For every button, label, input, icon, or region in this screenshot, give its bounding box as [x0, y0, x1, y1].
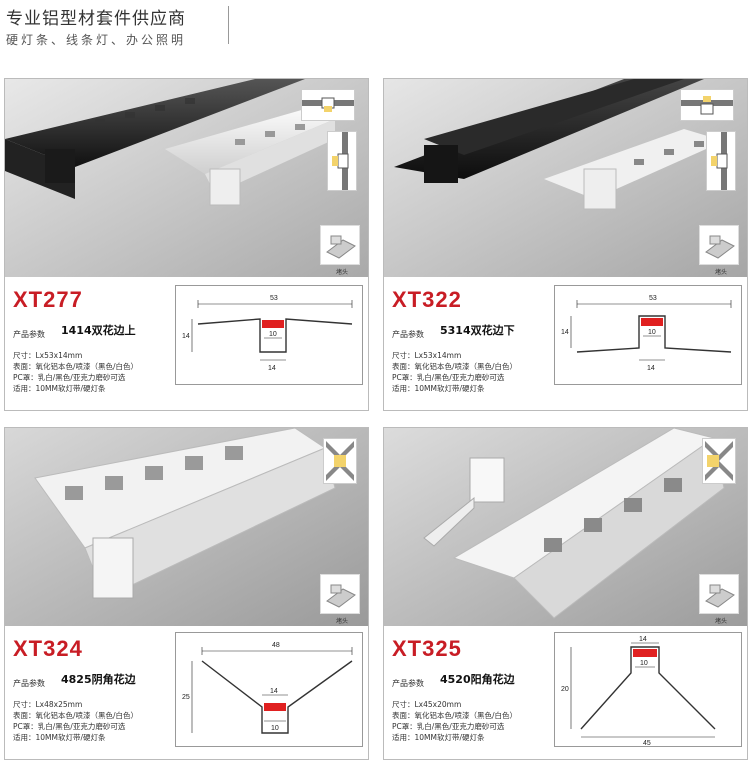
spec-size: 尺寸：Lx48x25mm — [13, 700, 83, 709]
product-photo: 堵头 — [5, 428, 368, 626]
dim-width: 53 — [649, 295, 657, 302]
spec-surface: 表面：氧化铝本色/喷漆（黑色/白色） — [392, 711, 518, 720]
product-info: XT324 产品参数 4825阴角花边 尺寸：Lx48x25mm 表面：氧化铝本… — [5, 626, 368, 759]
led-strip — [633, 649, 657, 657]
spec-surface: 表面：氧化铝本色/喷漆（黑色/白色） — [392, 362, 518, 371]
page-header: 专业铝型材套件供应商 硬灯条、线条灯、办公照明 — [6, 4, 186, 48]
product-model: XT325 — [392, 636, 462, 661]
endcap-label: 堵头 — [714, 618, 727, 625]
led-strip — [641, 318, 663, 326]
spec-size: 尺寸：Lx45x20mm — [392, 700, 462, 709]
product-specs: 尺寸：Lx53x14mm 表面：氧化铝本色/喷漆（黑色/白色） PC罩：乳白/黑… — [13, 350, 138, 394]
product-photo: 堵头 — [384, 79, 747, 277]
dim-inner: 10 — [640, 660, 648, 667]
product-card-xt325[interactable]: 堵头 XT325 产品参数 4520阳角花边 尺寸：Lx45x20mm 表面：氧… — [383, 427, 748, 760]
param-label: 产品参数 — [392, 679, 424, 688]
dim-height: 14 — [561, 329, 569, 336]
endcap-label: 堵头 — [335, 269, 348, 276]
product-specs: 尺寸：Lx48x25mm 表面：氧化铝本色/喷漆（黑色/白色） PC罩：乳白/黑… — [13, 699, 138, 743]
spec-size: 尺寸：Lx53x14mm — [392, 351, 462, 360]
mount-illustration-top — [301, 89, 355, 121]
dim-height: 25 — [182, 694, 190, 701]
endcap-image — [320, 574, 360, 614]
mount-illustration-top — [680, 89, 734, 121]
endcap-image — [699, 225, 739, 265]
spec-size: 尺寸：Lx53x14mm — [13, 351, 83, 360]
product-info: XT277 产品参数 1414双花边上 尺寸：Lx53x14mm 表面：氧化铝本… — [5, 277, 368, 410]
dim-height: 14 — [182, 333, 190, 340]
dim-channel: 14 — [647, 365, 655, 372]
dim-width: 45 — [643, 740, 651, 746]
spec-pc-cover: PC罩：乳白/黑色/亚克力磨砂可选 — [13, 722, 126, 731]
endcap-label: 堵头 — [335, 618, 348, 625]
technical-drawing: 48 14 10 25 — [175, 632, 363, 747]
product-name: 1414双花边上 — [61, 324, 136, 337]
technical-drawing: 14 10 45 20 — [554, 632, 742, 747]
dim-height: 20 — [561, 686, 569, 693]
page-title: 专业铝型材套件供应商 — [6, 9, 186, 29]
dim-channel: 14 — [270, 688, 278, 695]
mount-illustration-corner — [323, 438, 357, 484]
endcap-image — [699, 574, 739, 614]
spec-surface: 表面：氧化铝本色/喷漆（黑色/白色） — [13, 711, 139, 720]
endcap-label: 堵头 — [714, 269, 727, 276]
dim-channel: 14 — [639, 636, 647, 643]
led-strip — [262, 320, 284, 328]
spec-surface: 表面：氧化铝本色/喷漆（黑色/白色） — [13, 362, 139, 371]
endcap-image — [320, 225, 360, 265]
product-model: XT324 — [13, 636, 83, 661]
spec-application: 适用：10MM软灯带/硬灯条 — [392, 384, 485, 393]
product-model: XT277 — [13, 287, 83, 312]
mount-illustration-side — [327, 131, 357, 191]
page-subtitle: 硬灯条、线条灯、办公照明 — [6, 33, 187, 47]
technical-drawing: 53 10 14 14 — [175, 285, 363, 385]
product-name: 4825阴角花边 — [61, 673, 136, 686]
product-name: 4520阳角花边 — [440, 673, 515, 686]
product-specs: 尺寸：Lx45x20mm 表面：氧化铝本色/喷漆（黑色/白色） PC罩：乳白/黑… — [392, 699, 517, 743]
spec-pc-cover: PC罩：乳白/黑色/亚克力磨砂可选 — [392, 373, 505, 382]
mount-illustration-side — [706, 131, 736, 191]
product-info: XT322 产品参数 5314双花边下 尺寸：Lx53x14mm 表面：氧化铝本… — [384, 277, 747, 410]
mount-illustration-corner — [702, 438, 736, 484]
dim-width: 53 — [270, 295, 278, 302]
technical-drawing: 53 10 14 14 — [554, 285, 742, 385]
dim-inner: 10 — [269, 331, 277, 338]
product-specs: 尺寸：Lx53x14mm 表面：氧化铝本色/喷漆（黑色/白色） PC罩：乳白/黑… — [392, 350, 517, 394]
dim-inner: 10 — [648, 329, 656, 336]
product-card-xt322[interactable]: 堵头 XT322 产品参数 5314双花边下 尺寸：Lx53x14mm 表面：氧… — [383, 78, 748, 411]
spec-application: 适用：10MM软灯带/硬灯条 — [13, 733, 106, 742]
product-photo: 堵头 — [384, 428, 747, 626]
dim-inner: 10 — [271, 725, 279, 732]
led-strip — [264, 703, 286, 711]
param-label: 产品参数 — [392, 330, 424, 339]
param-label: 产品参数 — [13, 679, 45, 688]
product-photo: 堵头 — [5, 79, 368, 277]
product-card-xt324[interactable]: 堵头 XT324 产品参数 4825阴角花边 尺寸：Lx48x25mm 表面：氧… — [4, 427, 369, 760]
spec-pc-cover: PC罩：乳白/黑色/亚克力磨砂可选 — [392, 722, 505, 731]
dim-channel: 14 — [268, 365, 276, 372]
product-card-xt277[interactable]: 堵头 XT277 产品参数 1414双花边上 尺寸：Lx53x14mm 表面：氧… — [4, 78, 369, 411]
product-info: XT325 产品参数 4520阳角花边 尺寸：Lx45x20mm 表面：氧化铝本… — [384, 626, 747, 759]
dim-width: 48 — [272, 642, 280, 649]
product-model: XT322 — [392, 287, 462, 312]
spec-application: 适用：10MM软灯带/硬灯条 — [13, 384, 106, 393]
header-divider — [228, 6, 229, 44]
param-label: 产品参数 — [13, 330, 45, 339]
product-name: 5314双花边下 — [440, 324, 515, 337]
spec-application: 适用：10MM软灯带/硬灯条 — [392, 733, 485, 742]
spec-pc-cover: PC罩：乳白/黑色/亚克力磨砂可选 — [13, 373, 126, 382]
